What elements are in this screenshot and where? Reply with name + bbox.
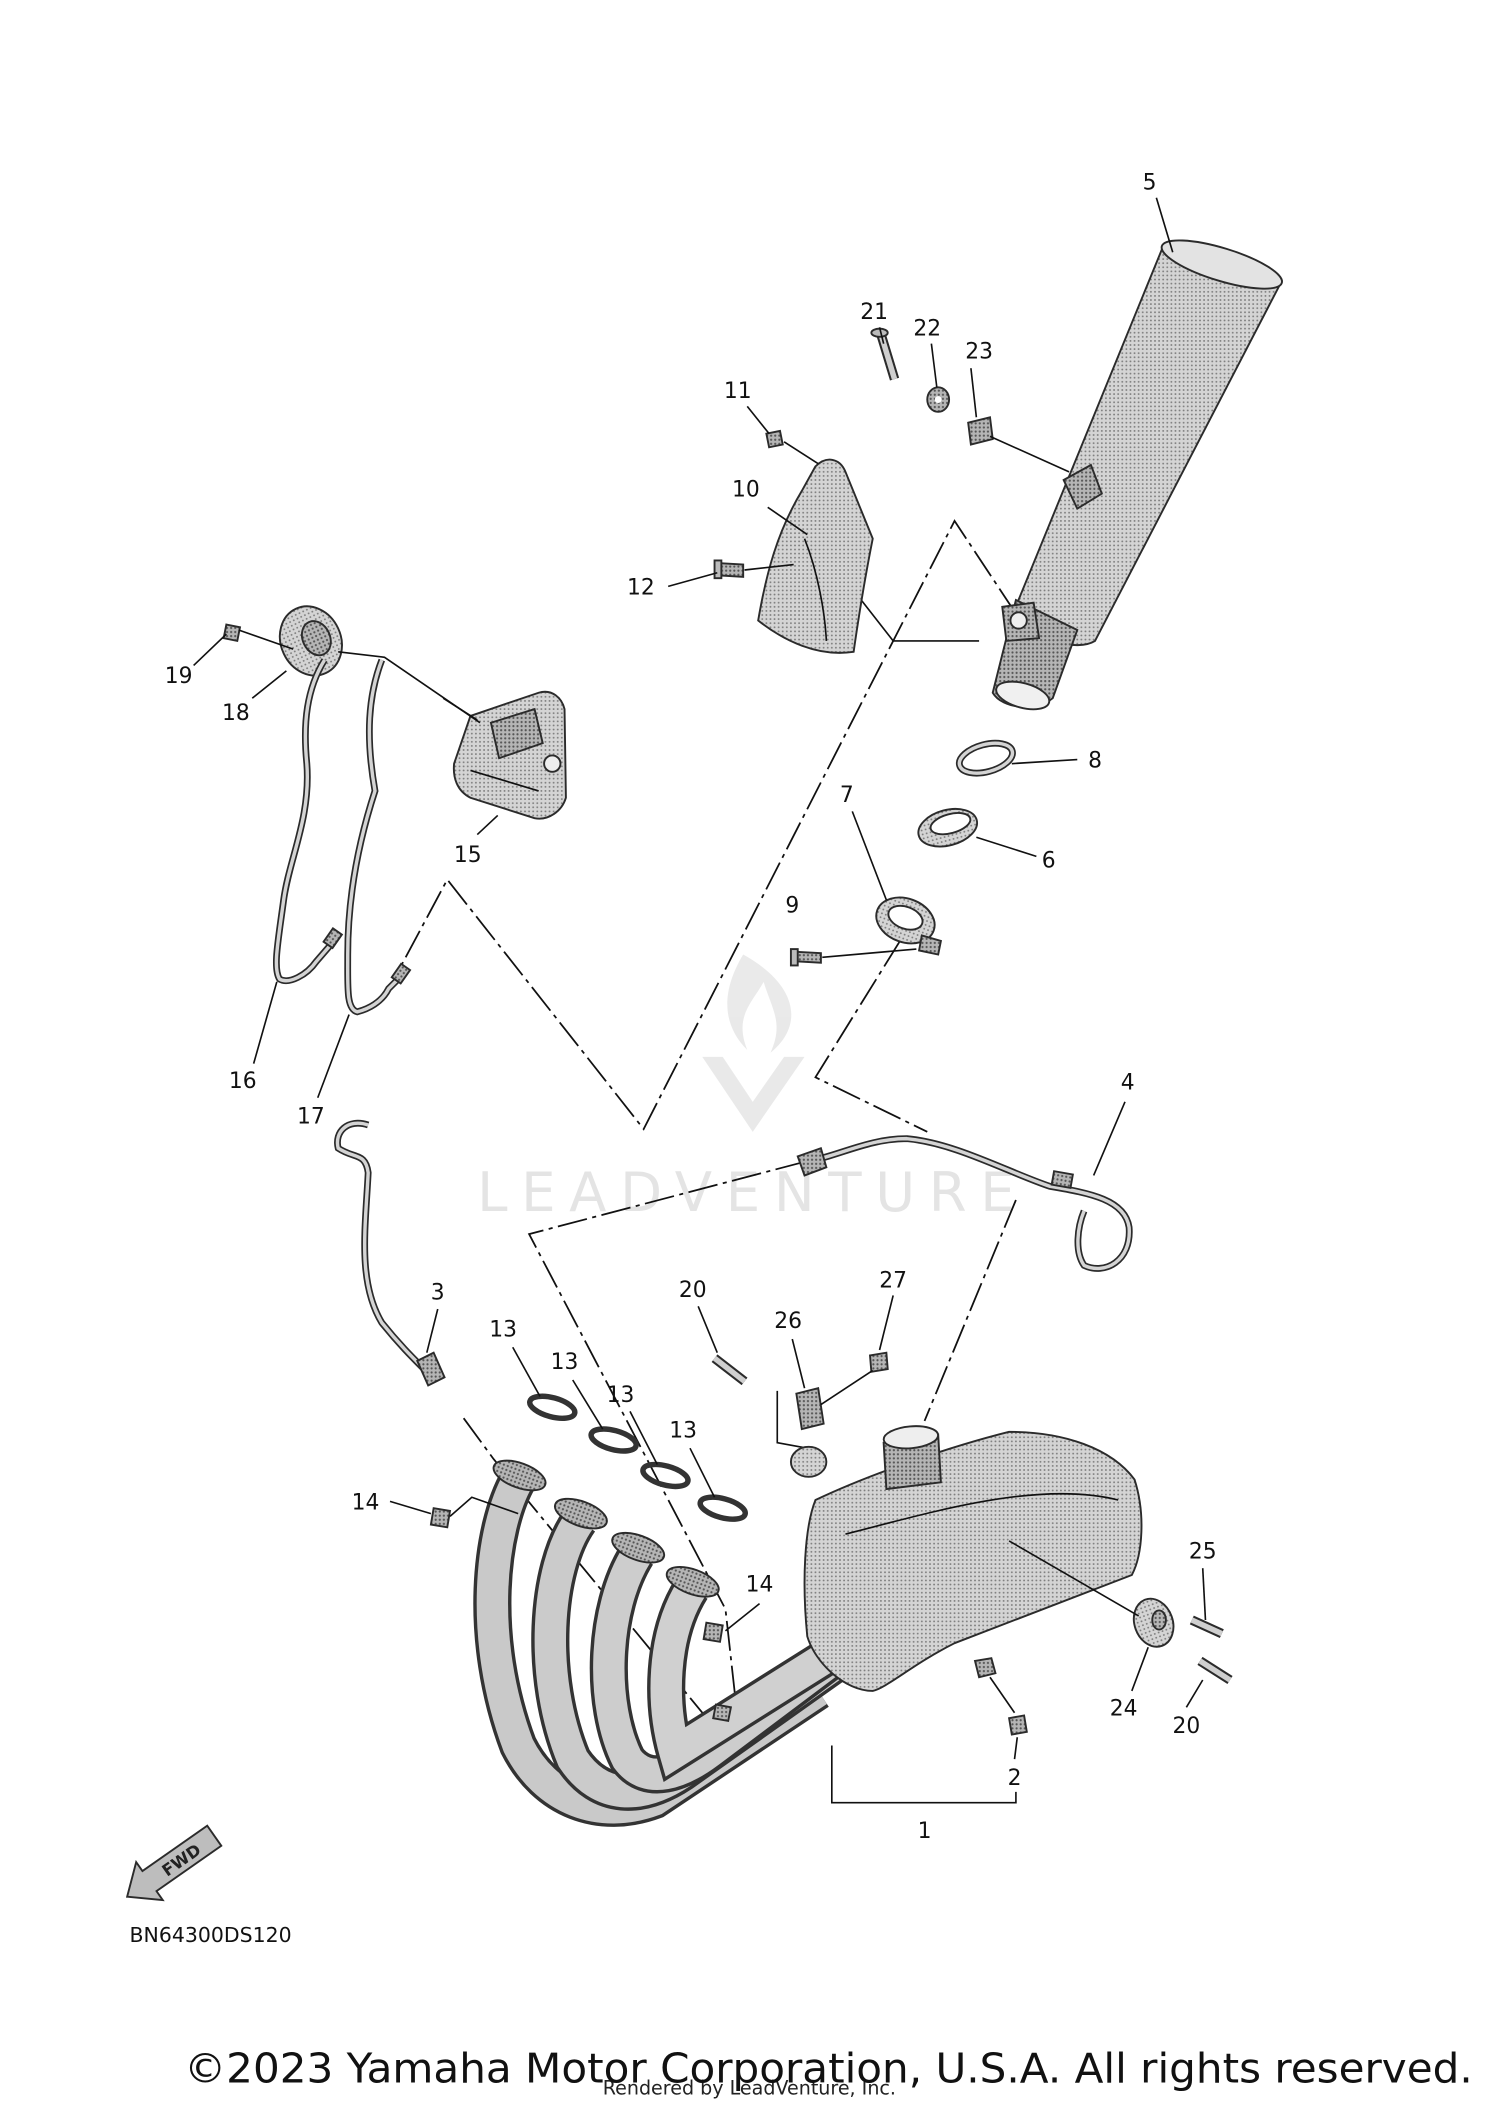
callout-20-lower[interactable]: 20 <box>1172 1714 1200 1739</box>
heat-shield <box>757 458 874 654</box>
bolt-20-upper <box>711 1354 748 1386</box>
nut-2 <box>973 1657 1028 1736</box>
callout-4[interactable]: 4 <box>1121 1071 1135 1096</box>
oxygen-sensor-3 <box>334 1119 446 1387</box>
chain-lines <box>394 519 1017 1722</box>
callout-10[interactable]: 10 <box>732 477 760 502</box>
bolt-11 <box>765 429 784 449</box>
callout-13-b[interactable]: 13 <box>551 1350 579 1375</box>
bolt-14-left <box>429 1496 519 1529</box>
leader-24-box <box>1008 1540 1140 1617</box>
callout-21[interactable]: 21 <box>860 300 888 325</box>
callout-3[interactable]: 3 <box>431 1281 445 1306</box>
callout-7[interactable]: 7 <box>840 783 854 808</box>
callout-23[interactable]: 23 <box>965 340 993 365</box>
bolt-21 <box>870 327 900 381</box>
callout-14-right[interactable]: 14 <box>746 1572 774 1597</box>
callout-1[interactable]: 1 <box>918 1819 932 1844</box>
callout-19[interactable]: 19 <box>165 664 193 689</box>
collar-23 <box>967 416 994 446</box>
gaskets-13 <box>527 1393 748 1522</box>
bolt-25 <box>1189 1615 1224 1638</box>
callout-13-a[interactable]: 13 <box>489 1317 517 1342</box>
callout-6[interactable]: 6 <box>1042 848 1056 873</box>
servo-motor-15 <box>452 690 567 820</box>
catalyzer-box <box>803 1425 1143 1692</box>
callout-18[interactable]: 18 <box>222 701 250 726</box>
callout-27[interactable]: 27 <box>879 1268 907 1293</box>
callout-26[interactable]: 26 <box>774 1309 802 1334</box>
bolt-19 <box>222 623 242 643</box>
oxygen-sensor-4 <box>796 1135 1133 1272</box>
watermark-text: LEADVENTURE <box>477 1160 1028 1224</box>
callout-11[interactable]: 11 <box>724 379 752 404</box>
bolt-20-lower <box>1197 1656 1233 1685</box>
leader-cable-15 <box>338 651 481 724</box>
callout-20-upper[interactable]: 20 <box>679 1278 707 1303</box>
leader-lines <box>193 197 1207 1804</box>
gasket-8 <box>955 739 1016 777</box>
callout-22[interactable]: 22 <box>913 316 941 341</box>
callout-13-c[interactable]: 13 <box>607 1383 635 1408</box>
gasket-6 <box>917 807 979 848</box>
cable-16 <box>272 658 344 984</box>
callout-16[interactable]: 16 <box>229 1069 257 1094</box>
bolt-14-right <box>702 1621 733 1723</box>
callout-24[interactable]: 24 <box>1110 1696 1138 1721</box>
damper-24 <box>1132 1597 1175 1648</box>
callout-5[interactable]: 5 <box>1143 171 1157 196</box>
washer-22 <box>926 386 951 413</box>
bolt-27 <box>868 1351 889 1373</box>
cable-17 <box>344 658 412 1016</box>
bracket-26 <box>789 1387 828 1478</box>
muffler <box>991 239 1283 711</box>
callout-17[interactable]: 17 <box>297 1105 325 1130</box>
bolt-12 <box>713 559 745 580</box>
callout-12[interactable]: 12 <box>627 576 655 601</box>
fwd-arrow-icon: FWD <box>125 1824 223 1902</box>
callouts: 5 21 22 23 11 10 12 19 18 15 8 7 6 9 16 … <box>165 171 1217 1845</box>
exhaust-headers <box>473 1459 870 1827</box>
watermark-logo <box>702 954 805 1132</box>
leader-27 <box>820 1369 874 1406</box>
leader-19 <box>238 629 294 650</box>
callout-13-d[interactable]: 13 <box>669 1418 697 1443</box>
copyright-text: ©2023 Yamaha Motor Corporation, U.S.A. A… <box>184 2044 1473 2092</box>
callout-14-left[interactable]: 14 <box>352 1491 380 1516</box>
callout-25[interactable]: 25 <box>1189 1540 1217 1565</box>
clamp-7 <box>875 896 943 956</box>
leader-cable-17-15 <box>442 697 478 721</box>
bolt-9 <box>789 948 822 967</box>
callout-9[interactable]: 9 <box>785 893 799 918</box>
callout-2[interactable]: 2 <box>1008 1766 1022 1791</box>
rendered-by-text: Rendered by LeadVenture, Inc. <box>603 2077 896 2100</box>
callout-8[interactable]: 8 <box>1088 749 1102 774</box>
drawing-code: BN64300DS120 <box>130 1923 292 1947</box>
cover-18 <box>278 605 343 677</box>
callout-15[interactable]: 15 <box>454 843 482 868</box>
